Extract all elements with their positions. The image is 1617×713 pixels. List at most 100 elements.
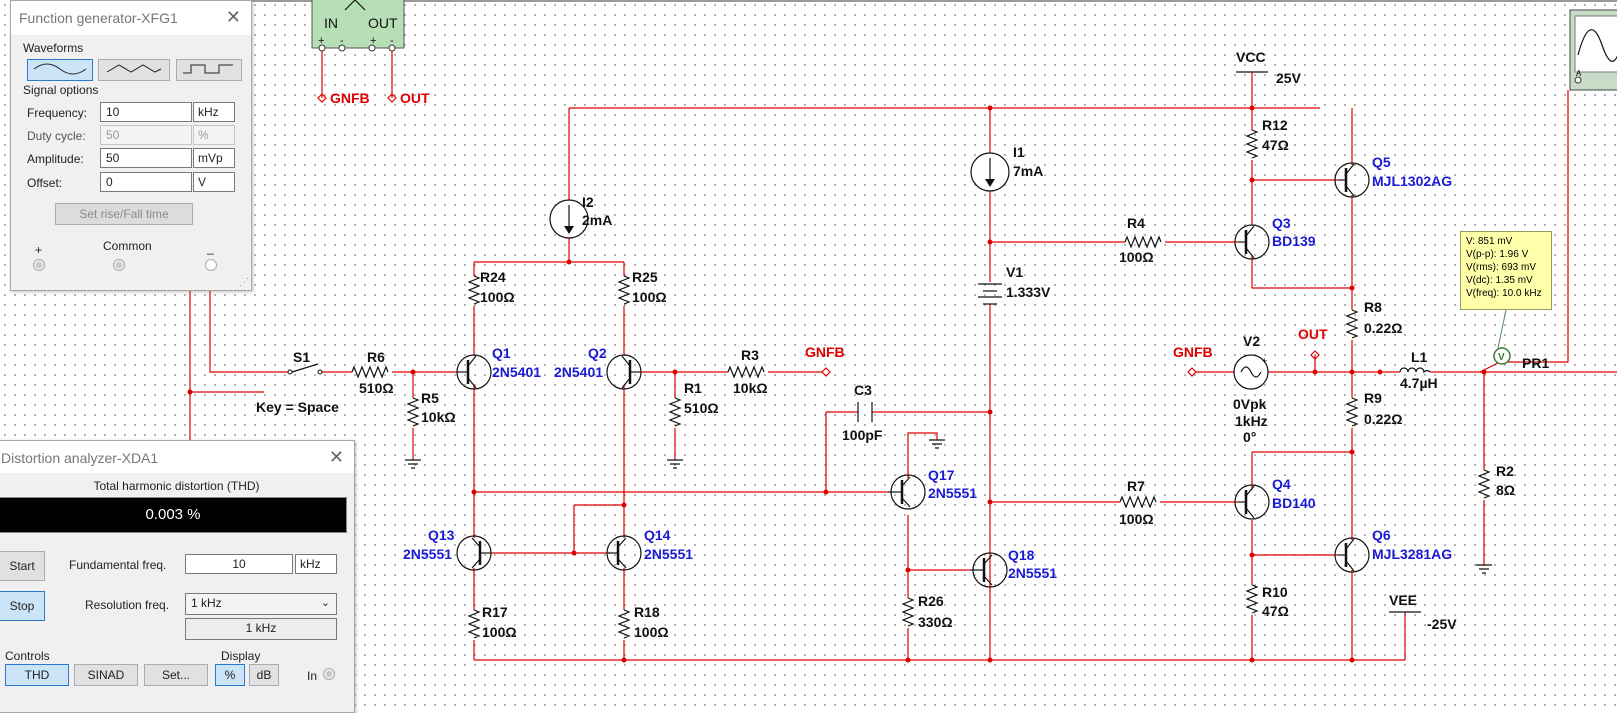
- svg-text:10kΩ: 10kΩ: [733, 380, 768, 396]
- svg-text:2N5401: 2N5401: [554, 364, 603, 380]
- Q14-symbol: [606, 535, 642, 571]
- svg-text:I1: I1: [1013, 144, 1025, 160]
- svg-text:100Ω: 100Ω: [1119, 249, 1154, 265]
- svg-text:R4: R4: [1127, 215, 1145, 231]
- svg-text:2N5551: 2N5551: [928, 485, 977, 501]
- probe-readout: V: 851 mV V(p-p): 1.96 V V(rms): 693 mV …: [1460, 231, 1552, 310]
- thd-button[interactable]: THD: [5, 664, 69, 686]
- Q17-symbol: [888, 474, 926, 510]
- sine-wave-button[interactable]: [27, 59, 93, 81]
- input-terminal[interactable]: [323, 668, 335, 680]
- duty-cycle-unit: %: [193, 125, 235, 145]
- square-wave-button[interactable]: [176, 59, 242, 81]
- svg-text:R3: R3: [741, 347, 759, 363]
- db-button[interactable]: dB: [249, 664, 279, 686]
- oscilloscope-symbol[interactable]: A: [1569, 9, 1617, 91]
- triangle-wave-button[interactable]: [98, 59, 170, 81]
- L1-symbol[interactable]: [1399, 367, 1431, 374]
- C3-symbol[interactable]: [857, 402, 873, 422]
- function-generator-window[interactable]: Function generator-XFG1 ✕ Waveforms Sign…: [10, 0, 252, 291]
- V2-symbol[interactable]: +: [1233, 354, 1269, 390]
- frequency-input[interactable]: 10: [100, 102, 192, 122]
- svg-text:Q3: Q3: [1272, 215, 1291, 231]
- svg-text:-25V: -25V: [1427, 616, 1457, 632]
- offset-unit[interactable]: V: [193, 172, 235, 192]
- svg-text:MJL1302AG: MJL1302AG: [1372, 173, 1452, 189]
- function-generator-symbol[interactable]: IN OUT + - + -: [311, 0, 405, 52]
- svg-text:MJL3281AG: MJL3281AG: [1372, 546, 1452, 562]
- common-terminal-label: Common: [103, 239, 152, 253]
- set-rise-fall-button: Set rise/Fall time: [55, 203, 193, 225]
- frequency-unit[interactable]: kHz: [193, 102, 235, 122]
- offset-input[interactable]: 0: [100, 172, 192, 192]
- svg-text:V1: V1: [1006, 264, 1023, 280]
- percent-button[interactable]: %: [215, 664, 245, 686]
- minus-terminal-label: _: [207, 241, 214, 255]
- plus-terminal-label: +: [35, 243, 43, 257]
- transistors[interactable]: [456, 162, 1370, 588]
- svg-text:2N5551: 2N5551: [644, 546, 693, 562]
- close-icon[interactable]: ✕: [328, 447, 344, 467]
- Q1-symbol: [456, 354, 492, 390]
- stop-button[interactable]: Stop: [0, 591, 45, 621]
- duty-cycle-input: 50: [100, 125, 192, 145]
- probe-marker[interactable]: V PR1: [1493, 309, 1549, 371]
- sine-icon: [33, 63, 87, 75]
- plus-terminal[interactable]: [33, 259, 45, 271]
- window-title: Distortion analyzer-XDA1: [1, 450, 159, 466]
- svg-text:R7: R7: [1127, 478, 1145, 494]
- amplitude-input[interactable]: 50: [100, 148, 192, 168]
- amplitude-unit[interactable]: mVp: [193, 148, 235, 168]
- V1-symbol[interactable]: [978, 283, 1002, 305]
- svg-text:8Ω: 8Ω: [1496, 482, 1515, 498]
- close-icon[interactable]: ✕: [225, 7, 241, 27]
- svg-text:VEE: VEE: [1389, 592, 1417, 608]
- svg-text:R24: R24: [480, 269, 506, 285]
- svg-text:47Ω: 47Ω: [1262, 137, 1289, 153]
- duty-cycle-label: Duty cycle:: [27, 129, 86, 143]
- svg-text:OUT: OUT: [368, 15, 398, 31]
- svg-text:2N5551: 2N5551: [403, 546, 452, 562]
- svg-text:V: V: [1498, 352, 1505, 363]
- resistors[interactable]: [351, 129, 1491, 639]
- svg-text:R9: R9: [1364, 390, 1382, 406]
- common-terminal[interactable]: [113, 259, 125, 271]
- minus-terminal[interactable]: [205, 259, 217, 271]
- sinad-button[interactable]: SINAD: [74, 664, 138, 686]
- title-bar[interactable]: Function generator-XFG1 ✕: [11, 1, 251, 35]
- R5-symbol: [406, 397, 420, 427]
- svg-text:OUT: OUT: [1298, 326, 1328, 342]
- svg-text:Q2: Q2: [588, 345, 607, 361]
- out-tag-node: OUT: [1298, 326, 1328, 360]
- svg-text:L1: L1: [1411, 349, 1428, 365]
- svg-text:7mA: 7mA: [1013, 163, 1043, 179]
- svg-text:1.333V: 1.333V: [1006, 284, 1051, 300]
- start-button[interactable]: Start: [0, 551, 45, 581]
- Q4-symbol: [1234, 484, 1270, 520]
- svg-text:BD139: BD139: [1272, 233, 1316, 249]
- distortion-analyzer-window[interactable]: Distortion analyzer-XDA1 ✕ Total harmoni…: [0, 440, 355, 713]
- Q6-symbol: [1334, 537, 1370, 573]
- R6-symbol: [351, 365, 389, 379]
- I1-symbol[interactable]: [970, 152, 1010, 192]
- svg-text:Key = Space: Key = Space: [256, 399, 339, 415]
- svg-text:R5: R5: [421, 390, 439, 406]
- R12-symbol: [1245, 129, 1259, 159]
- transistor-labels: Q1 2N5401 Q2 2N5401 Q13 2N5551 Q14 2N555…: [403, 154, 1452, 581]
- probe-vfreq: V(freq): 10.0 kHz: [1466, 288, 1542, 299]
- resolution-freq-select[interactable]: 1 kHz ⌄: [185, 593, 337, 615]
- fundamental-freq-unit[interactable]: kHz: [295, 554, 337, 574]
- svg-text:R26: R26: [918, 593, 944, 609]
- R17-symbol: [467, 609, 481, 639]
- title-bar[interactable]: Distortion analyzer-XDA1 ✕: [0, 441, 354, 473]
- fundamental-freq-input[interactable]: 10: [185, 554, 293, 574]
- svg-text:0.22Ω: 0.22Ω: [1364, 411, 1402, 427]
- svg-text:BD140: BD140: [1272, 495, 1316, 511]
- S1-symbol[interactable]: [287, 363, 323, 375]
- svg-text:Q17: Q17: [928, 467, 955, 483]
- set-button[interactable]: Set...: [144, 664, 208, 686]
- I2-symbol[interactable]: [549, 199, 589, 239]
- resize-grip-icon[interactable]: ⋰: [239, 277, 249, 288]
- svg-text:100Ω: 100Ω: [634, 624, 669, 640]
